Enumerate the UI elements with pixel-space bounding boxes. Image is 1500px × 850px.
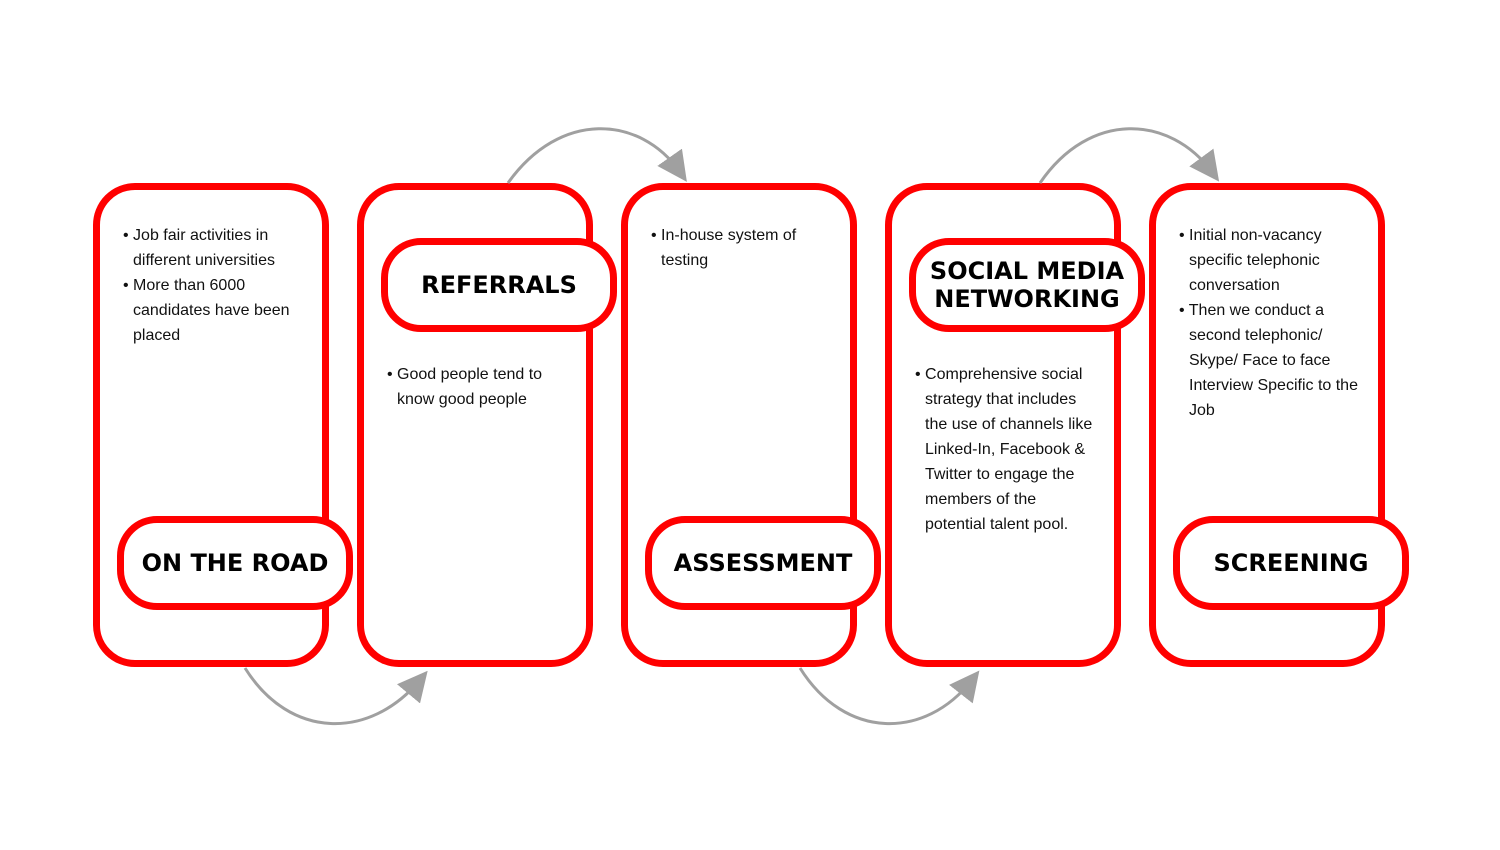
- arrow-4-5: [1038, 127, 1220, 184]
- stage-bullets-on-the-road: Job fair activities in different univers…: [123, 223, 308, 348]
- bullet: In-house system of testing: [651, 223, 826, 273]
- stage-bullets-social-media: Comprehensive social strategy that inclu…: [915, 362, 1100, 537]
- stage-title-assessment: ASSESSMENT: [645, 516, 881, 610]
- bullet: Comprehensive social strategy that inclu…: [915, 362, 1100, 537]
- stage-bullets-assessment: In-house system of testing: [651, 223, 826, 273]
- bullet: Good people tend to know good people: [387, 362, 567, 412]
- stage-title-on-the-road: ON THE ROAD: [117, 516, 353, 610]
- stage-title-referrals: REFERRALS: [381, 238, 617, 332]
- arrow-1-2: [243, 667, 428, 725]
- stage-title-social-media: SOCIAL MEDIA NETWORKING: [909, 238, 1145, 332]
- stage-bullets-screening: Initial non-vacancy specific telephonic …: [1179, 223, 1359, 423]
- arrow-3-4: [798, 667, 980, 725]
- bullet: Job fair activities in different univers…: [123, 223, 308, 273]
- bullet: More than 6000 candidates have been plac…: [123, 273, 308, 348]
- stage-bullets-referrals: Good people tend to know good people: [387, 362, 567, 412]
- bullet: Initial non-vacancy specific telephonic …: [1179, 223, 1359, 298]
- arrow-2-3: [506, 127, 687, 184]
- stage-title-screening: SCREENING: [1173, 516, 1409, 610]
- bullet: Then we conduct a second telephonic/ Sky…: [1179, 298, 1359, 423]
